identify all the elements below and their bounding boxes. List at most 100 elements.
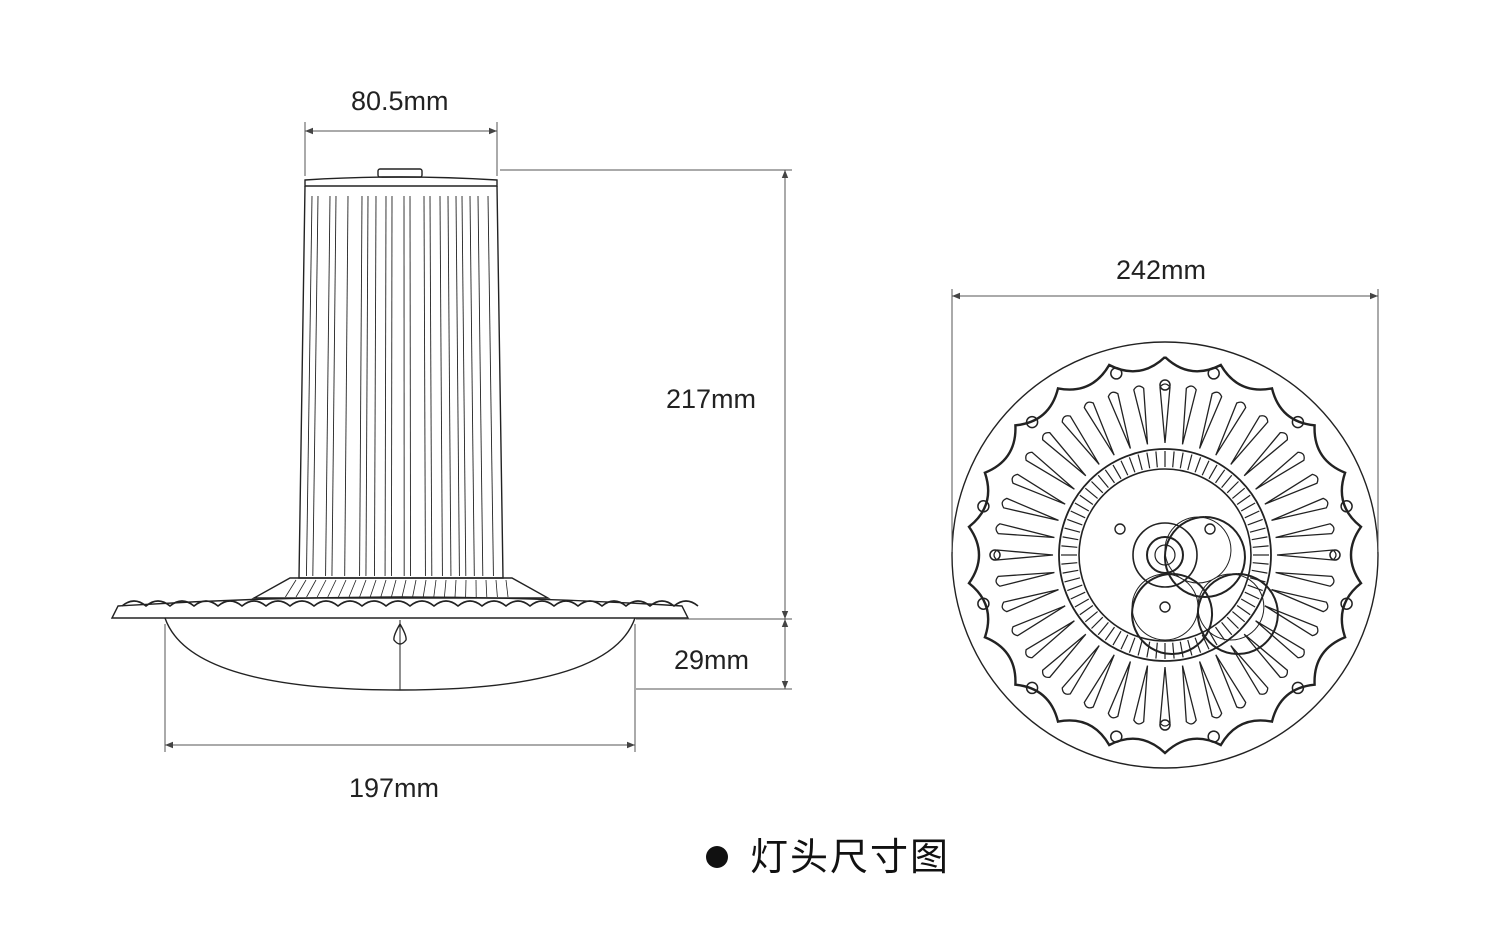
mount-hole bbox=[1110, 730, 1123, 743]
teardrop-slot bbox=[1276, 549, 1337, 561]
teardrop-slot bbox=[1264, 473, 1319, 505]
ring-tick bbox=[1179, 452, 1184, 469]
fin-line bbox=[365, 195, 369, 577]
ring-tick bbox=[1104, 626, 1115, 641]
teardrop-slot bbox=[1198, 391, 1223, 449]
lamp-flange bbox=[110, 596, 690, 619]
ring-tick bbox=[1061, 545, 1078, 548]
lamp-shoulder bbox=[251, 577, 551, 599]
teardrop-slot bbox=[993, 549, 1054, 561]
teardrop-slot bbox=[1001, 497, 1059, 522]
ring-tick bbox=[1104, 469, 1115, 484]
ring-tick bbox=[1249, 527, 1266, 533]
teardrop-slot bbox=[1271, 588, 1329, 613]
ring-tick bbox=[1187, 454, 1193, 471]
mount-hole bbox=[1025, 681, 1039, 695]
lamp-top-cap bbox=[304, 176, 498, 187]
teardrop-slot bbox=[1230, 645, 1269, 695]
front-view-lamp bbox=[951, 341, 1379, 769]
shoulder-fin-line bbox=[422, 579, 427, 598]
front-scalloped-rim bbox=[967, 356, 1363, 755]
fin-line bbox=[477, 195, 484, 577]
fin-line bbox=[469, 195, 475, 577]
ring-tick bbox=[1097, 474, 1109, 488]
ring-tick bbox=[1062, 569, 1079, 574]
ring-tick bbox=[1091, 481, 1104, 494]
shoulder-fin-line bbox=[485, 579, 488, 598]
teardrop-slot bbox=[1243, 431, 1289, 477]
dim-diameter-label: 242mm bbox=[1116, 255, 1207, 285]
front-view-dimensions bbox=[951, 289, 1379, 552]
shoulder-fin-line bbox=[295, 579, 307, 598]
ring-tick bbox=[1215, 626, 1226, 641]
teardrop-slot bbox=[1133, 665, 1149, 725]
ring-tick bbox=[1067, 518, 1083, 526]
teardrop-slot bbox=[1215, 654, 1247, 709]
ring-tick bbox=[1247, 518, 1263, 526]
mount-hole bbox=[1207, 367, 1220, 380]
fin-line bbox=[390, 195, 393, 577]
shoulder-fin-line bbox=[412, 579, 417, 598]
teardrop-slot bbox=[1159, 383, 1171, 444]
mount-hole bbox=[1291, 681, 1305, 695]
front-ring-inner bbox=[1078, 468, 1252, 642]
mount-hole bbox=[1291, 415, 1305, 429]
front-trefoil-driver bbox=[1131, 516, 1279, 655]
teardrop-slot bbox=[995, 571, 1055, 587]
ring-tick bbox=[1084, 611, 1098, 623]
ring-tick bbox=[1226, 481, 1239, 494]
teardrop-slot bbox=[1107, 391, 1132, 449]
ring-tick bbox=[1079, 605, 1094, 616]
front-hub-screws bbox=[1114, 523, 1216, 613]
teardrop-slot bbox=[1255, 451, 1305, 490]
teardrop-slot bbox=[1011, 473, 1066, 505]
teardrop-slot bbox=[1264, 605, 1319, 637]
ring-tick bbox=[1137, 639, 1143, 656]
teardrop-slot bbox=[1011, 605, 1066, 637]
teardrop-slot bbox=[1275, 523, 1335, 539]
ring-tick bbox=[1137, 454, 1143, 471]
shoulder-fin-line bbox=[391, 579, 397, 598]
dim-top-width-label: 80.5mm bbox=[351, 86, 449, 116]
fin-line bbox=[423, 195, 426, 577]
bullet-dot-icon bbox=[706, 846, 728, 868]
hub-screw bbox=[1204, 523, 1216, 535]
teardrop-slot bbox=[1215, 401, 1247, 456]
ring-tick bbox=[1074, 502, 1090, 512]
shoulder-fin-line bbox=[433, 579, 437, 598]
shoulder-fin-line bbox=[444, 579, 447, 598]
teardrop-slot bbox=[1061, 415, 1100, 465]
ring-tick bbox=[1079, 494, 1094, 505]
fin-line bbox=[373, 195, 377, 577]
shoulder-fin-line bbox=[401, 579, 407, 598]
mount-hole bbox=[1207, 730, 1220, 743]
front-ring-ticks bbox=[1061, 451, 1269, 659]
fin-line bbox=[487, 195, 494, 577]
teardrop-slot bbox=[1025, 451, 1075, 490]
ring-tick bbox=[1244, 510, 1260, 519]
ring-tick bbox=[1067, 584, 1083, 592]
ring-tick bbox=[1208, 630, 1218, 646]
ring-tick bbox=[1091, 616, 1104, 629]
ring-tick bbox=[1084, 487, 1098, 499]
shoulder-fin-line bbox=[327, 579, 337, 598]
shoulder-fin-line bbox=[369, 579, 377, 598]
ring-tick bbox=[1251, 569, 1268, 574]
ring-tick bbox=[1070, 510, 1086, 519]
ring-tick bbox=[1232, 611, 1246, 623]
front-mount-holes bbox=[977, 367, 1353, 743]
teardrop-slot bbox=[995, 523, 1055, 539]
mount-hole bbox=[1340, 500, 1353, 513]
ring-tick bbox=[1062, 536, 1079, 541]
teardrop-slot bbox=[1041, 431, 1087, 477]
shoulder-fin-line bbox=[306, 579, 317, 598]
hub-screw bbox=[1159, 601, 1171, 613]
teardrop-slot bbox=[1181, 385, 1197, 445]
ring-tick bbox=[1146, 641, 1151, 658]
shoulder-fin-line bbox=[338, 579, 347, 598]
ring-tick bbox=[1201, 634, 1210, 650]
fin-line bbox=[429, 195, 433, 577]
lamp-top-knob bbox=[377, 168, 423, 178]
teardrop-slot bbox=[1133, 385, 1149, 445]
